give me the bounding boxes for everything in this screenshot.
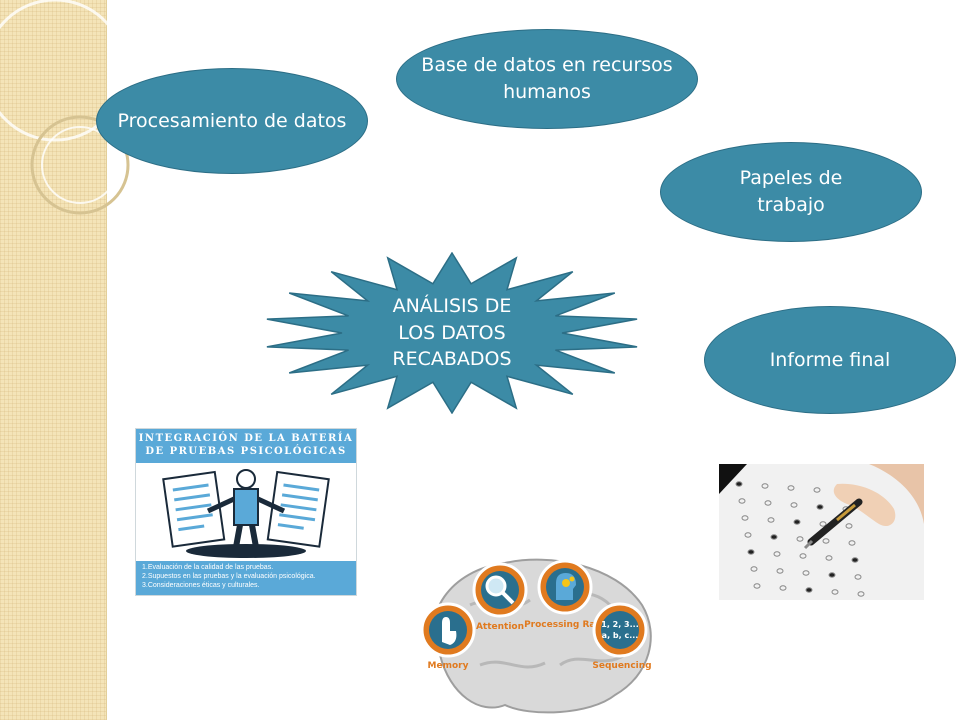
bateria-items: 1.Evaluación de la calidad de las prueba… [136, 561, 356, 595]
bateria-pruebas-image: Integración de la batería de pruebas psi… [135, 428, 357, 596]
answer-bubble [744, 532, 752, 538]
answer-bubble [825, 555, 833, 561]
sequencing-letters: a, b, c... [602, 631, 639, 640]
answer-bubble [773, 551, 781, 557]
answer-bubble [822, 538, 830, 544]
node-base-de-datos: Base de datos en recursos humanos [396, 29, 698, 129]
answer-bubble [831, 589, 839, 595]
answer-bubble [770, 534, 778, 540]
node-label: Papeles de trabajo [739, 167, 843, 216]
answer-bubble [857, 591, 865, 597]
pen-icon [803, 464, 924, 550]
answer-bubble [805, 587, 813, 593]
answer-bubble [851, 557, 859, 563]
answer-bubble [787, 485, 795, 491]
answer-bubble [747, 549, 755, 555]
processing-label: Processing Rate [524, 620, 606, 630]
gears-head-icon [556, 573, 576, 600]
answer-bubble [764, 500, 772, 506]
answer-bubble [761, 483, 769, 489]
bateria-item: 3.Consideraciones éticas y culturales. [142, 581, 260, 589]
answer-bubble [776, 568, 784, 574]
answer-bubble [779, 585, 787, 591]
central-starburst [266, 252, 638, 414]
answer-bubble [793, 519, 801, 525]
magnifier-icon [485, 575, 515, 605]
bateria-title: Integración de la batería de pruebas psi… [136, 429, 356, 463]
answer-bubble [753, 583, 761, 589]
answer-bubble [735, 481, 743, 487]
brain-skills-image: Memory Attention Processing Rate 1, 2, 3… [420, 558, 652, 714]
answer-bubble [802, 570, 810, 576]
sequencing-label: Sequencing [592, 661, 651, 671]
answer-bubble [848, 540, 856, 546]
decorative-rings [0, 0, 130, 215]
answer-bubble [828, 572, 836, 578]
answer-bubble [854, 574, 862, 580]
node-papeles-de-trabajo: Papeles de trabajo [660, 142, 922, 242]
documents-figure-icon [162, 469, 330, 558]
answer-bubble [741, 515, 749, 521]
finger-icon [442, 617, 457, 645]
starburst-shape [266, 252, 638, 414]
answer-bubble [816, 504, 824, 510]
answer-bubble [799, 553, 807, 559]
node-label: Informe final [769, 348, 891, 371]
answer-bubble [813, 487, 821, 493]
node-procesamiento-de-datos: Procesamiento de datos [96, 68, 368, 174]
node-label: Base de datos en recursos humanos [421, 54, 673, 103]
answer-bubble [796, 536, 804, 542]
answer-bubble [750, 566, 758, 572]
node-informe-final: Informe final [704, 306, 956, 414]
bateria-item: 2.Supuestos en las pruebas y la evaluaci… [142, 572, 316, 580]
answer-bubble [845, 523, 853, 529]
answer-bubble [767, 517, 775, 523]
answer-bubble [738, 498, 746, 504]
node-label: Procesamiento de datos [117, 109, 347, 132]
memory-label: Memory [428, 661, 469, 671]
bateria-item: 1.Evaluación de la calidad de las prueba… [142, 564, 274, 571]
answer-bubble [790, 502, 798, 508]
answer-sheet-photo [719, 464, 924, 600]
sequencing-numbers: 1, 2, 3... [601, 620, 638, 629]
answer-bubble [819, 521, 827, 527]
attention-label: Attention [476, 622, 524, 632]
decorative-side-stripe [0, 0, 107, 720]
